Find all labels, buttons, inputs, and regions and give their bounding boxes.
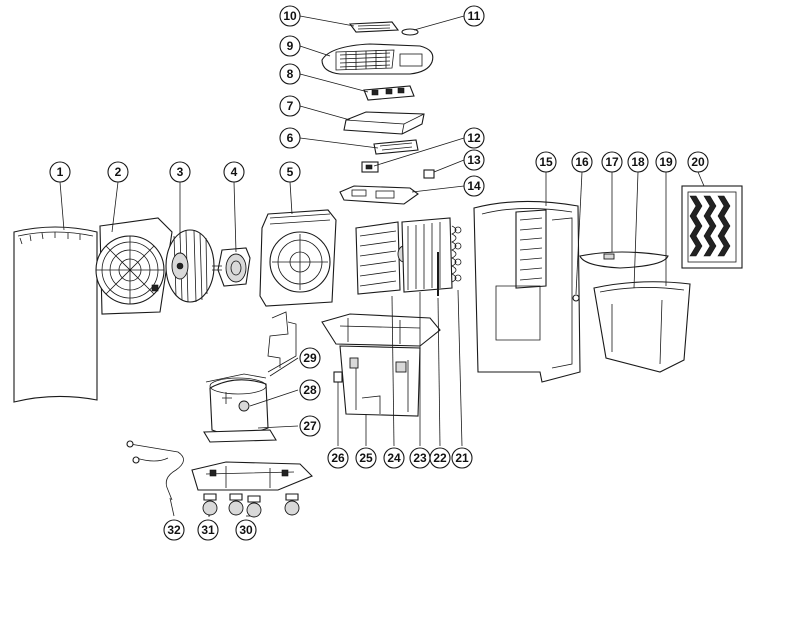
callout-label-7: 7 [287,99,294,113]
part-7-upper-cover [343,111,425,135]
part-27-compressor-base [203,429,277,443]
callout-label-15: 15 [539,155,553,169]
callout-label-32: 32 [167,523,181,537]
callout-6: 6 [279,127,301,149]
callout-30: 30 [235,519,257,541]
part-19-water-tank [593,281,691,373]
part-13-sensor [423,169,435,179]
part-26-float-switch [333,371,343,383]
callout-27: 27 [299,415,321,437]
part-25-base-chassis [321,313,441,417]
callout-20: 20 [687,151,709,173]
callout-4: 4 [223,161,245,183]
part-5-fan-housing [259,209,337,307]
callout-23: 23 [409,447,431,469]
part-32-power-cord [126,440,184,501]
callout-label-27: 27 [303,419,317,433]
callout-label-24: 24 [387,451,401,465]
callout-15: 15 [535,151,557,173]
part-3-blower-wheel [165,229,215,303]
callout-2: 2 [107,161,129,183]
callout-label-31: 31 [201,523,215,537]
callout-10: 10 [279,5,301,27]
callout-label-25: 25 [359,451,373,465]
part-29-pipes [205,311,297,383]
part-12-switch [361,161,379,173]
part-28-compressor [209,377,269,436]
callout-label-2: 2 [115,165,122,179]
callout-label-20: 20 [691,155,705,169]
callout-22: 22 [429,447,451,469]
callout-label-8: 8 [287,67,294,81]
callout-label-10: 10 [283,9,297,23]
callout-label-3: 3 [177,165,184,179]
callout-7: 7 [279,95,301,117]
callout-label-19: 19 [659,155,673,169]
part-8-control-board [363,85,415,101]
part-23-condenser [401,217,453,293]
callout-28: 28 [299,379,321,401]
part-14-electric-plate [339,185,419,205]
callout-label-13: 13 [467,153,481,167]
callout-1: 1 [49,161,71,183]
callout-31: 31 [197,519,219,541]
callout-label-23: 23 [413,451,427,465]
callout-29: 29 [299,347,321,369]
callout-label-1: 1 [57,165,64,179]
callout-8: 8 [279,63,301,85]
part-4-fan-motor [212,247,251,287]
callout-25: 25 [355,447,377,469]
callout-label-14: 14 [467,179,481,193]
callout-18: 18 [627,151,649,173]
callout-12: 12 [463,127,485,149]
part-15-rear-cabinet [473,200,581,383]
callout-label-16: 16 [575,155,589,169]
callout-label-21: 21 [455,451,469,465]
callout-32: 32 [163,519,185,541]
part-30-base-plate [191,461,313,491]
part-2-fan-shroud [95,217,173,315]
callout-13: 13 [463,149,485,171]
callout-24: 24 [383,447,405,469]
callout-label-22: 22 [433,451,447,465]
callout-5: 5 [279,161,301,183]
part-11-button-cap [401,28,419,36]
part-17-tank-lid [579,251,669,269]
callout-14: 14 [463,175,485,197]
callout-label-18: 18 [631,155,645,169]
callout-label-12: 12 [467,131,481,145]
part-9-top-grille [321,43,434,75]
callout-label-30: 30 [239,523,253,537]
part-16-screw [572,294,580,302]
callout-16: 16 [571,151,593,173]
callout-26: 26 [327,447,349,469]
part-31-casters [202,493,300,518]
callout-label-5: 5 [287,165,294,179]
callout-3: 3 [169,161,191,183]
callout-label-28: 28 [303,383,317,397]
callout-label-29: 29 [303,351,317,365]
part-1-front-panel [13,226,98,403]
callout-17: 17 [601,151,623,173]
part-21-coil-bends [451,225,462,283]
callout-label-17: 17 [605,155,619,169]
callout-label-26: 26 [331,451,345,465]
callout-21: 21 [451,447,473,469]
callout-11: 11 [463,5,485,27]
callout-label-11: 11 [468,9,481,23]
part-20-filter [681,185,743,269]
part-6-electric-box [373,139,419,155]
callout-label-4: 4 [231,165,238,179]
leader-lines [59,15,705,517]
part-10-display-cover [348,21,400,33]
callout-label-9: 9 [287,39,294,53]
callout-9: 9 [279,35,301,57]
callout-label-6: 6 [287,131,294,145]
callout-19: 19 [655,151,677,173]
